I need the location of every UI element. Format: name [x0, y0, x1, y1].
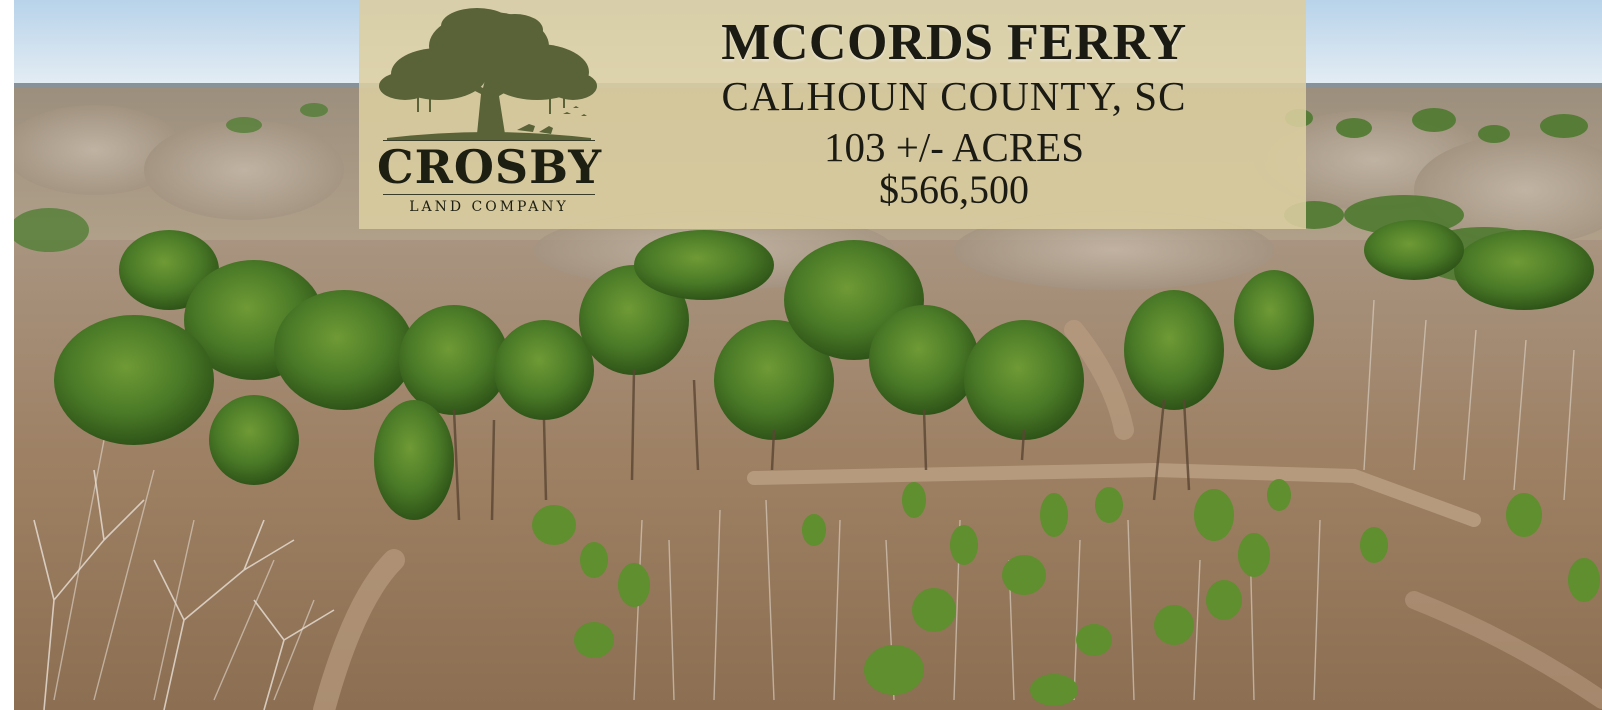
foreground-bare-trees [33, 469, 335, 710]
logo-rule-bottom [383, 194, 595, 195]
property-price: $566,500 [879, 167, 1029, 212]
crosby-land-company-logo: CROSBY LAND COMPANY [377, 4, 601, 226]
young-pines [532, 479, 1600, 706]
oak-tree-icon [379, 8, 597, 140]
dirt-roads [313, 320, 1602, 710]
distant-pines-left [14, 103, 328, 252]
pine-trunks [452, 369, 1191, 521]
property-location: CALHOUN COUNTY, SC [721, 73, 1187, 119]
property-acreage: 103 +/- ACRES [823, 124, 1085, 170]
logo-wordmark: CROSBY [377, 140, 603, 194]
pine-canopy [54, 220, 1594, 520]
listing-banner: CROSBY LAND COMPANY MCCORDS FERRY CALHOU… [359, 0, 1306, 229]
logo-subtitle: LAND COMPANY [409, 199, 569, 215]
property-title: MCCORDS FERRY [721, 14, 1187, 71]
aerial-land-photo: CROSBY LAND COMPANY MCCORDS FERRY CALHOU… [14, 0, 1602, 710]
logo-rule-top [383, 140, 595, 141]
